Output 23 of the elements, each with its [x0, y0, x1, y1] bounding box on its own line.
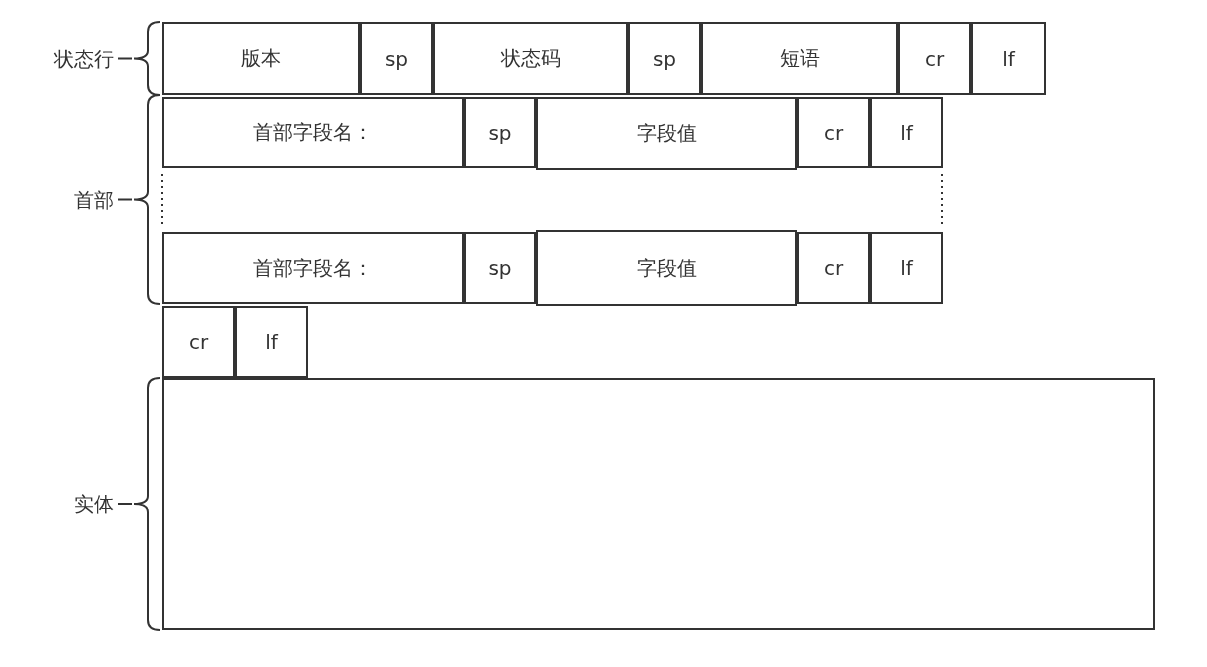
section-label: 实体 [74, 491, 114, 518]
field-box: cr [797, 232, 870, 304]
field-box: sp [360, 22, 433, 95]
field-box: cr [162, 306, 235, 378]
field-box: lf [870, 232, 943, 304]
field-box: sp [464, 97, 536, 168]
field-box: 字段值 [536, 230, 797, 306]
field-box: lf [971, 22, 1046, 95]
field-box: 状态码 [433, 22, 628, 95]
field-box: lf [235, 306, 308, 378]
field-box: cr [898, 22, 971, 95]
field-box: sp [628, 22, 701, 95]
field-box: sp [464, 232, 536, 304]
field-box: 首部字段名： [162, 232, 464, 304]
section-label: 状态行 [54, 45, 114, 73]
entity-body-box [162, 378, 1155, 630]
field-box: cr [797, 97, 870, 168]
field-box: 首部字段名： [162, 97, 464, 168]
field-box: 短语 [701, 22, 898, 95]
field-box: 字段值 [536, 97, 797, 170]
field-box: 版本 [162, 22, 360, 95]
section-label: 首部 [74, 186, 114, 214]
field-box: lf [870, 97, 943, 168]
